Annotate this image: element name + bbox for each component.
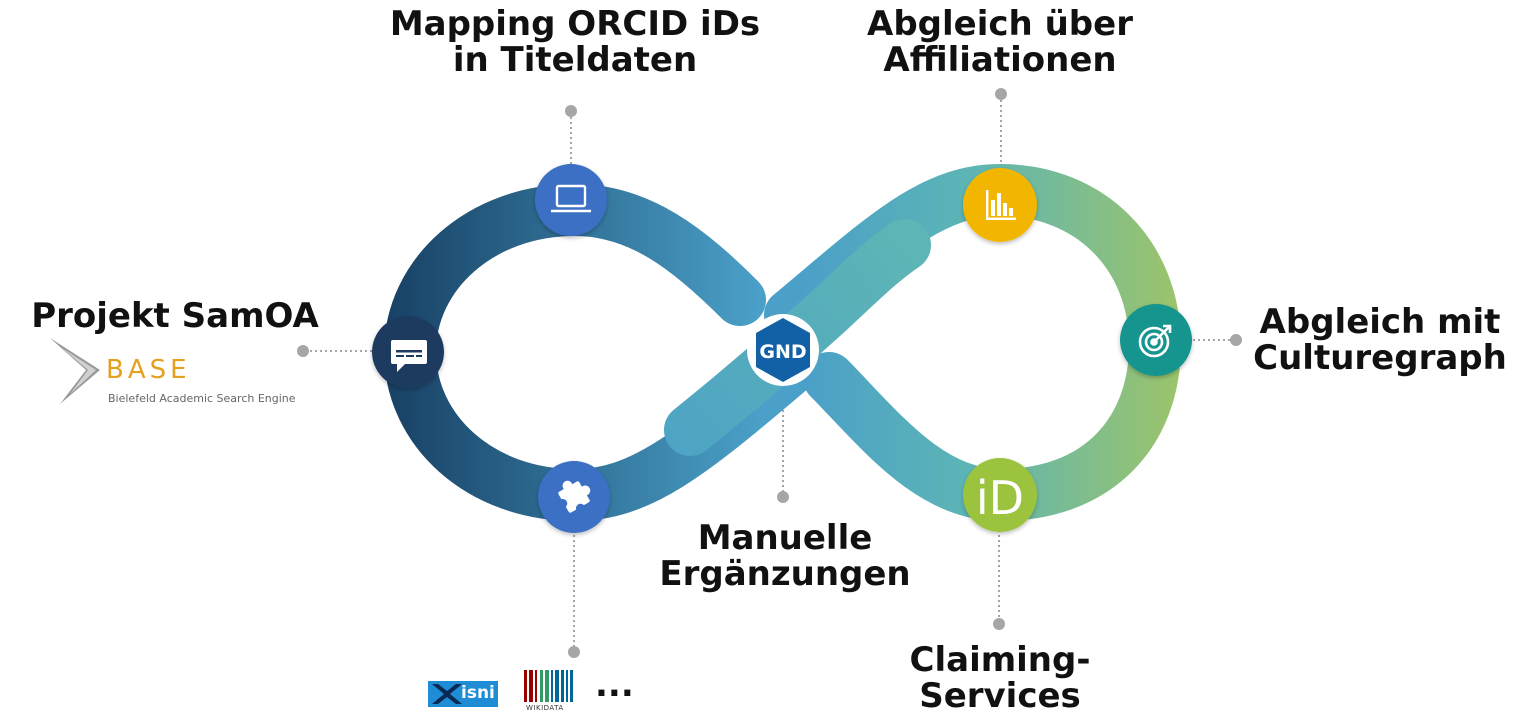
node-mapping: [535, 164, 607, 236]
puzzle-icon: [558, 480, 591, 513]
isni-logo: [428, 681, 498, 707]
label-culturegraph: Abgleich mit Culturegraph: [1253, 302, 1507, 378]
base-logo-word: BASE: [106, 355, 191, 385]
connector-lines: [305, 95, 1240, 650]
connector-dot-culturegraph: [1230, 334, 1242, 346]
wikidata-logo: [524, 670, 573, 702]
loop-right-segment: [764, 163, 1182, 522]
label-samoa: Projekt SamOA: [31, 296, 319, 336]
connector-dot-samoa: [297, 345, 309, 357]
base-logo-chevron: [50, 338, 100, 404]
base-logo-subtitle: Bielefeld Academic Search Engine: [108, 392, 296, 405]
label-affiliation: Abgleich über Affiliationen: [867, 4, 1133, 80]
bar-chart-icon: [986, 190, 1016, 220]
connector-dot-affiliation: [995, 88, 1007, 100]
gnd-hexagon-icon: GND: [747, 314, 819, 386]
connector-dots: [297, 88, 1242, 658]
isni-logo-text: isni: [461, 683, 495, 703]
wikidata-logo-text: WIKIDATA: [526, 704, 564, 712]
orcid-id-icon: iD: [976, 471, 1024, 525]
label-manual: Manuelle Ergänzungen: [659, 518, 911, 594]
loop-cross-segment: [664, 219, 931, 456]
more-sources-ellipsis: ...: [595, 665, 634, 705]
chat-bubble-icon: [391, 340, 427, 372]
label-claiming: Claiming- Services: [909, 640, 1091, 716]
node-claiming: [963, 458, 1037, 532]
connector-dot-claiming: [993, 618, 1005, 630]
orcid-id-text: iD: [976, 471, 1024, 525]
label-mapping: Mapping ORCID iDs in Titeldaten: [389, 4, 761, 80]
target-icon: [1138, 324, 1172, 358]
gnd-text: GND: [759, 341, 806, 363]
connector-dot-external: [568, 646, 580, 658]
connector-dot-manual: [777, 491, 789, 503]
laptop-icon: [551, 184, 591, 213]
connector-dot-mapping: [565, 105, 577, 117]
loop-left-segment: [383, 183, 816, 522]
